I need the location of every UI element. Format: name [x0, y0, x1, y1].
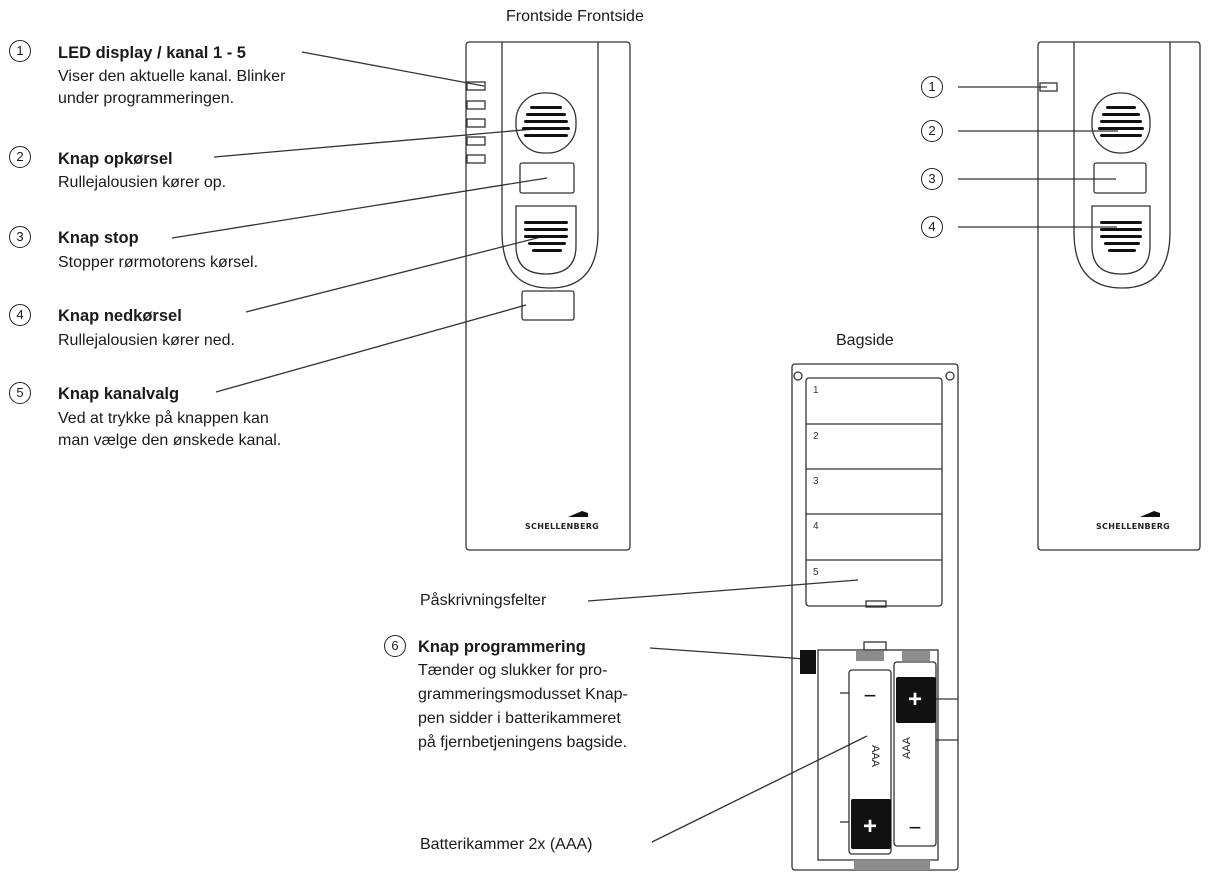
up-button	[515, 92, 577, 154]
field-number-3: 3	[813, 476, 819, 487]
right-callout-number-3: 3	[921, 168, 943, 190]
led-indicator-2	[466, 100, 486, 110]
item-5-line-2: man vælge den ønskede kanal.	[58, 432, 282, 449]
compartment-tab	[863, 641, 887, 651]
front-remote-left	[465, 41, 631, 551]
item-6-line-2: grammeringsmodusset Knap-	[418, 686, 628, 703]
battery-left-minus: −	[864, 683, 877, 708]
right-callout-number-1: 1	[921, 76, 943, 98]
battery-left	[848, 669, 892, 855]
right-callout-number-4: 4	[921, 216, 943, 238]
panel-tab	[865, 600, 887, 608]
front-remote-right	[1037, 41, 1201, 551]
screw-hole-right	[945, 371, 955, 381]
item-4-line-1: Rullejalousien kører ned.	[58, 332, 235, 349]
right-callout-number-2: 2	[921, 120, 943, 142]
up-button	[1091, 92, 1151, 154]
brand-logo-right: SCHELLENBERG	[1096, 522, 1170, 531]
callout-number-5: 5	[9, 382, 31, 404]
field-number-4: 4	[813, 521, 819, 532]
field-number-2: 2	[813, 431, 819, 442]
remote-body	[1037, 41, 1201, 551]
programming-button	[800, 650, 816, 674]
led-indicator-3	[466, 118, 486, 128]
down-button	[515, 205, 577, 275]
front-view-title: Frontside Frontside	[506, 8, 644, 25]
item-1-line-2: under programmeringen.	[58, 90, 235, 107]
back-view-title: Bagside	[836, 332, 894, 349]
item-6-line-4: på fjernbetjeningens bagside.	[418, 734, 628, 751]
callout-number-2: 2	[9, 146, 31, 168]
battery-left-plus-end	[851, 799, 891, 849]
led-indicator-1	[466, 81, 486, 91]
battery-right	[893, 661, 937, 847]
battery-right-plus: +	[908, 686, 922, 713]
callout-number-6: 6	[384, 635, 406, 657]
down-button	[1091, 205, 1151, 275]
remote-body	[465, 41, 631, 551]
screw-hole-left	[793, 371, 803, 381]
battery-right-type: AAA	[901, 736, 913, 759]
item-2-title: Knap opkørsel	[58, 150, 173, 168]
writing-fields-label: Påskrivningsfelter	[420, 592, 547, 609]
brand-logo-left: SCHELLENBERG	[525, 522, 599, 531]
leader-lines	[171, 51, 1118, 843]
item-6-line-1: Tænder og slukker for pro-	[418, 662, 608, 679]
item-6-title: Knap programmering	[418, 638, 586, 656]
item-5-line-1: Ved at trykke på knappen kan	[58, 410, 269, 427]
stop-button	[519, 162, 575, 194]
battery-right-minus: −	[909, 815, 922, 840]
battery-compartment-label: Batterikammer 2x (AAA)	[420, 836, 593, 853]
led-indicator-4	[466, 136, 486, 146]
callout-number-3: 3	[9, 226, 31, 248]
label-panel	[805, 377, 943, 607]
button-panel-outline	[501, 42, 599, 289]
battery-left-plus: +	[863, 813, 877, 840]
field-number-1: 1	[813, 385, 819, 396]
callout-number-1: 1	[9, 40, 31, 62]
channel-select-button	[521, 290, 575, 321]
item-2-line-1: Rullejalousien kører op.	[58, 174, 227, 191]
callout-number-4: 4	[9, 304, 31, 326]
battery-left-type: AAA	[869, 745, 881, 768]
item-5-title: Knap kanalvalg	[58, 385, 180, 403]
item-1-line-1: Viser den aktuelle kanal. Blinker	[58, 68, 286, 85]
item-4-title: Knap nedkørsel	[58, 307, 182, 325]
field-number-5: 5	[813, 567, 819, 578]
item-3-line-1: Stopper rørmotorens kørsel.	[58, 254, 259, 271]
button-panel-outline	[1073, 42, 1171, 289]
item-3-title: Knap stop	[58, 229, 139, 247]
item-6-line-3: pen sidder i batterikammeret	[418, 710, 621, 727]
item-1-title: LED display / kanal 1 - 5	[58, 44, 246, 62]
led-indicator-5	[466, 154, 486, 164]
battery-right-plus-end	[896, 677, 936, 723]
stop-button	[1093, 162, 1147, 194]
